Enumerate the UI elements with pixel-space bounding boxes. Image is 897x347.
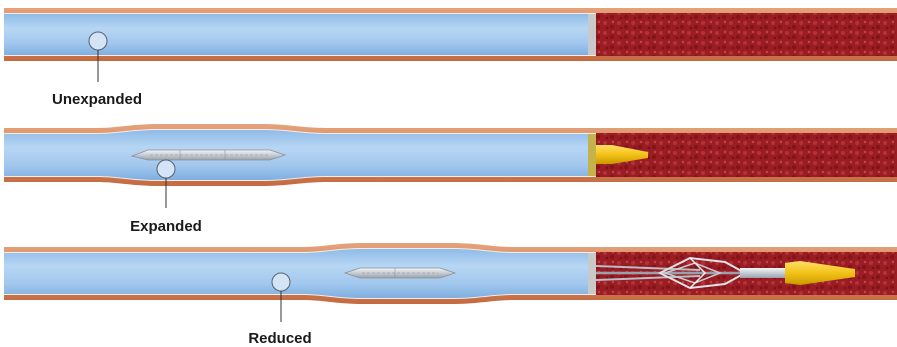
sheath-tube xyxy=(4,249,594,298)
sheath-tube xyxy=(4,130,594,180)
device-in-sheath xyxy=(345,268,455,278)
label-reduced: Reduced xyxy=(248,330,311,347)
marker-dot xyxy=(89,32,107,50)
sheath-tip xyxy=(588,253,596,294)
reduced-vessel xyxy=(4,243,897,322)
device-in-sheath xyxy=(132,150,285,160)
marker-dot xyxy=(157,160,175,178)
sheath-tip xyxy=(588,14,596,55)
blood-region xyxy=(596,13,897,56)
label-unexpanded: Unexpanded xyxy=(52,91,142,108)
sheath-tip xyxy=(588,134,596,176)
marker-dot xyxy=(272,273,290,291)
label-expanded: Expanded xyxy=(130,218,202,235)
unexpanded-vessel xyxy=(4,8,897,82)
expanded-vessel xyxy=(4,124,897,208)
